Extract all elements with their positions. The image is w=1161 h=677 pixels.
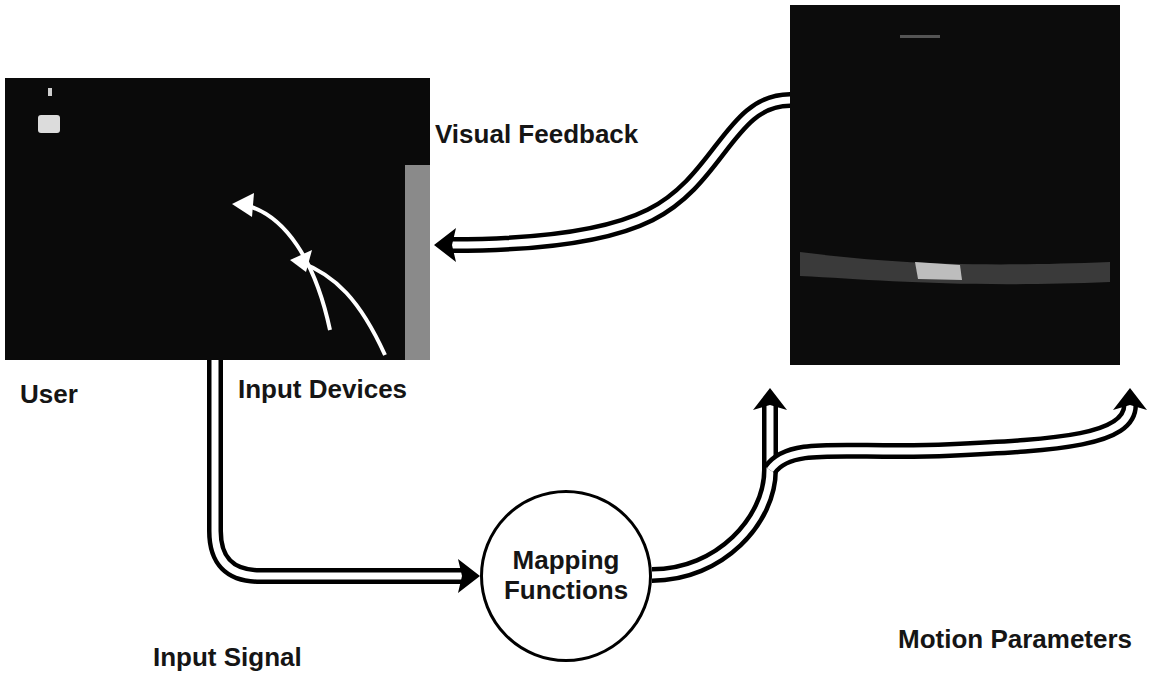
photo-detail	[38, 115, 60, 133]
node-text: Mapping Functions	[498, 546, 634, 606]
display-photo	[790, 5, 1120, 365]
display-object	[915, 262, 962, 280]
annotation-label: Motion Parameters	[898, 625, 1132, 655]
display-highlight	[800, 252, 1110, 284]
user-node: User	[5, 78, 430, 360]
node-caption: User	[20, 380, 78, 410]
ribbon-outline	[215, 360, 466, 576]
display-glint	[900, 35, 940, 38]
ribbon-core	[215, 360, 466, 576]
photo-edge	[405, 165, 430, 360]
mapping-circle: Mapping Functions	[480, 490, 652, 662]
device-arrow-head	[232, 193, 254, 217]
user-photo	[5, 78, 430, 360]
edge-label: Input Signal	[150, 643, 305, 673]
annotation-label: Input Devices	[238, 375, 407, 405]
annotation-label: Visual Feedback	[435, 120, 638, 150]
motion-ribbon	[652, 405, 770, 575]
feedback-arrow-head	[434, 228, 456, 262]
motion-arrow-head	[753, 388, 787, 410]
motion-ribbon	[770, 405, 1130, 470]
device-arrow	[245, 205, 330, 330]
motion-ribbon	[770, 405, 1130, 470]
motion-ribbon	[652, 405, 770, 575]
arrow-head	[458, 559, 480, 593]
motion-arrow-head	[1113, 388, 1147, 410]
signal-ribbon	[215, 360, 480, 593]
photo-detail	[48, 88, 52, 96]
